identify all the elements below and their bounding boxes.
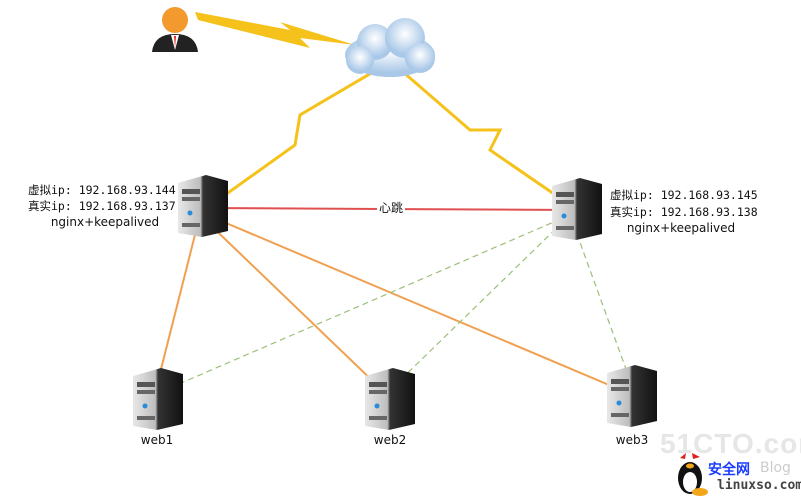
link-left-web2 (199, 214, 381, 389)
web3-label: web3 (615, 433, 649, 447)
heartbeat-label: 心跳 (377, 200, 406, 216)
right-real-ip: 真实ip: 192.168.93.138 (610, 205, 758, 219)
left-software: nginx+keepalived (50, 215, 160, 229)
right-software: nginx+keepalived (626, 221, 736, 235)
watermark-blog: Blog (760, 460, 791, 476)
web3-server-icon (607, 365, 657, 427)
lightning-user-cloud (195, 12, 355, 48)
web1-label: web1 (140, 433, 174, 447)
link-left-web1 (156, 214, 201, 386)
watermark-domain: linuxso.com (717, 478, 801, 493)
watermark-brand: 安全网 (708, 462, 750, 478)
link-cloud-right (394, 63, 571, 207)
web2-server-icon (365, 368, 415, 430)
left-virtual-ip: 虚拟ip: 192.168.93.144 (28, 183, 176, 197)
right-server-icon (552, 178, 602, 240)
primary-links (156, 211, 629, 394)
link-right-web1 (164, 214, 571, 391)
link-right-web3 (569, 214, 631, 381)
link-left-web3 (199, 211, 629, 394)
link-right-web2 (384, 214, 571, 396)
left-real-ip: 真实ip: 192.168.93.137 (28, 199, 176, 213)
cloud-icon (345, 18, 435, 77)
right-virtual-ip: 虚拟ip: 192.168.93.145 (610, 188, 758, 202)
link-cloud-left (224, 63, 386, 197)
watermark-site: 51CTO.com (660, 428, 801, 459)
web1-server-icon (133, 368, 183, 430)
web2-label: web2 (373, 433, 407, 447)
backup-links (164, 214, 631, 396)
user-icon (152, 7, 198, 52)
left-server-icon (178, 175, 228, 237)
